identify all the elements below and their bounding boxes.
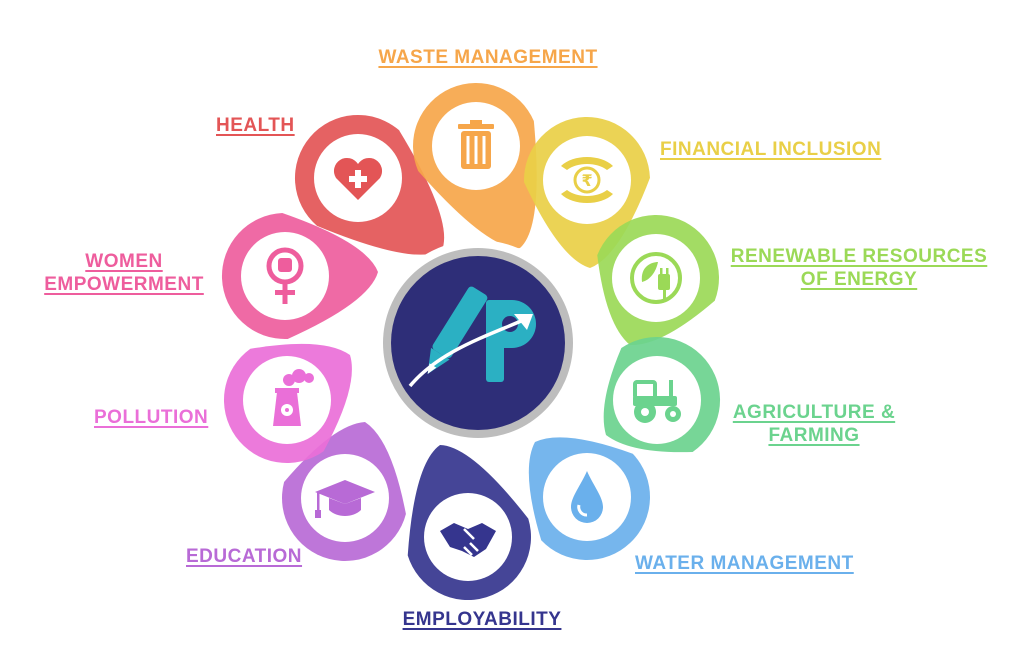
label-health: HEALTH xyxy=(216,115,295,136)
icon-ring: ₹ xyxy=(266,120,682,557)
factory-radiation-icon xyxy=(273,369,314,426)
rupee-hands-icon: ₹ xyxy=(561,157,613,203)
female-fist-icon xyxy=(266,247,304,304)
ap-logo-icon xyxy=(408,286,536,388)
eco-plug-icon xyxy=(630,252,682,304)
tractor-icon xyxy=(633,380,681,423)
water-drop-icon xyxy=(571,471,603,523)
svg-text:₹: ₹ xyxy=(581,171,592,190)
label-waste-management: WASTE MANAGEMENT xyxy=(378,47,598,68)
petal-employability xyxy=(407,445,532,601)
graduation-cap-icon xyxy=(315,480,375,518)
label-renewable-resources-of-energy: RENEWABLE RESOURCES OF ENERGY xyxy=(730,246,988,290)
label-water-management: WATER MANAGEMENT xyxy=(635,553,854,574)
heart-cross-icon xyxy=(333,157,383,200)
handshake-icon xyxy=(440,523,496,557)
label-employability: EMPLOYABILITY xyxy=(402,609,562,630)
petal-agriculture xyxy=(603,336,721,453)
label-pollution: POLLUTION xyxy=(94,407,209,428)
label-agriculture-farming: AGRICULTURE & FARMING xyxy=(732,402,896,446)
label-education: EDUCATION xyxy=(186,546,303,567)
center-logo xyxy=(375,240,581,446)
label-women-empowerment: WOMEN EMPOWERMENT xyxy=(44,251,204,295)
label-financial-inclusion: FINANCIAL INCLUSION xyxy=(660,139,882,160)
trash-bin-icon xyxy=(458,120,494,169)
